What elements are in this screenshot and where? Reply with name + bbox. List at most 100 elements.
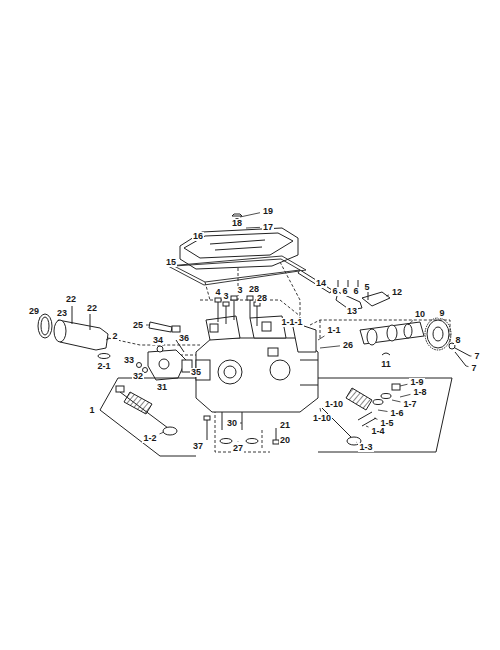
callout-number: 18 (231, 219, 243, 228)
drawing-stroke (425, 318, 451, 350)
leader-line (378, 410, 387, 411)
drawing-stroke (215, 410, 270, 452)
callout-number: 1-10 (312, 414, 332, 423)
drawing-stroke (300, 360, 318, 385)
drawing-stroke (224, 366, 236, 378)
drawing-stroke (205, 262, 300, 320)
leader-line (400, 394, 410, 397)
rocker-assembly (298, 270, 390, 310)
callout-number: 5 (363, 283, 370, 292)
drawing-stroke (254, 302, 260, 306)
leader-line (452, 343, 453, 344)
callout-number: 12 (391, 288, 403, 297)
callout-number: 28 (248, 285, 260, 294)
callout-number: 1-1 (326, 326, 341, 335)
callout-number: 33 (123, 356, 135, 365)
drawing-stroke (268, 348, 278, 356)
drawing-stroke (322, 408, 352, 438)
drawing-stroke (100, 410, 196, 456)
drawing-stroke (270, 360, 290, 380)
leader-line (246, 227, 260, 229)
callout-number: 1-1-1 (280, 318, 303, 327)
drawing-stroke (116, 386, 124, 392)
group-bracket (100, 378, 452, 456)
leader-line (240, 423, 242, 424)
callout-number: 31 (156, 383, 168, 392)
drawing-stroke (98, 354, 110, 359)
callout-number: 8 (454, 336, 461, 345)
drawing-stroke (223, 302, 229, 306)
drawing-stroke (149, 322, 172, 332)
bolts (204, 296, 279, 444)
callout-number: 2-1 (96, 362, 111, 371)
leader-line (240, 213, 260, 217)
callout-number: 13 (346, 307, 358, 316)
leader-line (386, 295, 389, 296)
callout-number: 30 (226, 419, 238, 428)
callout-number: 25 (132, 321, 144, 330)
callout-number: 6 (331, 287, 338, 296)
drawing-stroke (168, 256, 306, 285)
drawing-stroke (124, 392, 152, 414)
leader-line (408, 321, 413, 326)
callout-number: 10 (414, 310, 426, 319)
callout-number: 11 (380, 360, 392, 369)
drawing-stroke (346, 388, 372, 410)
callout-number: 15 (165, 258, 177, 267)
callout-number: 29 (28, 307, 40, 316)
drawing-stroke (433, 327, 443, 341)
drawing-stroke (172, 326, 180, 332)
callout-number: 1-9 (409, 378, 424, 387)
drawing-stroke (292, 322, 316, 352)
drawing-stroke (218, 360, 242, 384)
camshaft (360, 318, 470, 366)
drawing-stroke (222, 412, 242, 430)
drawing-stroke (455, 348, 470, 366)
callout-number: 1-7 (402, 400, 417, 409)
drawing-stroke (427, 320, 449, 348)
callout-number: 1 (88, 406, 95, 415)
leader-line (438, 319, 439, 321)
callout-number: 1-6 (389, 409, 404, 418)
drawing-stroke (207, 420, 208, 440)
leader-line (392, 400, 400, 402)
callout-number: 37 (192, 442, 204, 451)
callout-number: 36 (178, 334, 190, 343)
callout-number: 22 (65, 295, 77, 304)
leader-line (318, 336, 324, 340)
callout-number: 34 (152, 336, 164, 345)
callout-number: 1-2 (142, 434, 157, 443)
drawing-stroke (392, 384, 400, 390)
valves-and-springs (116, 384, 400, 445)
drawing-stroke (180, 228, 298, 269)
drawing-stroke (360, 322, 424, 344)
drawing-stroke (362, 292, 390, 306)
drawing-stroke (100, 378, 196, 410)
dashed-guides (108, 262, 450, 452)
drawing-stroke (367, 329, 377, 345)
drawing-stroke (41, 317, 49, 335)
leader-line (466, 366, 468, 368)
callout-number: 1-4 (370, 427, 385, 436)
drawing-stroke (220, 439, 232, 444)
callout-number: 22 (86, 304, 98, 313)
drawing-stroke (373, 400, 383, 405)
leader-line (39, 317, 40, 319)
callout-number: 16 (192, 232, 204, 241)
leader-line (160, 432, 165, 434)
leader-line (237, 441, 238, 443)
drawing-stroke (318, 378, 452, 452)
drawing-stroke (381, 394, 391, 399)
callout-number: 23 (56, 309, 68, 318)
drawing-stroke (262, 322, 271, 331)
callout-number: 35 (190, 368, 202, 377)
drawing-stroke (137, 363, 142, 368)
drawing-stroke (358, 412, 376, 426)
drawing-stroke (206, 316, 240, 340)
leader-line (366, 426, 368, 427)
callout-number: 1-10 (324, 400, 344, 409)
callout-number: 26 (342, 341, 354, 350)
drawing-stroke (210, 240, 265, 250)
